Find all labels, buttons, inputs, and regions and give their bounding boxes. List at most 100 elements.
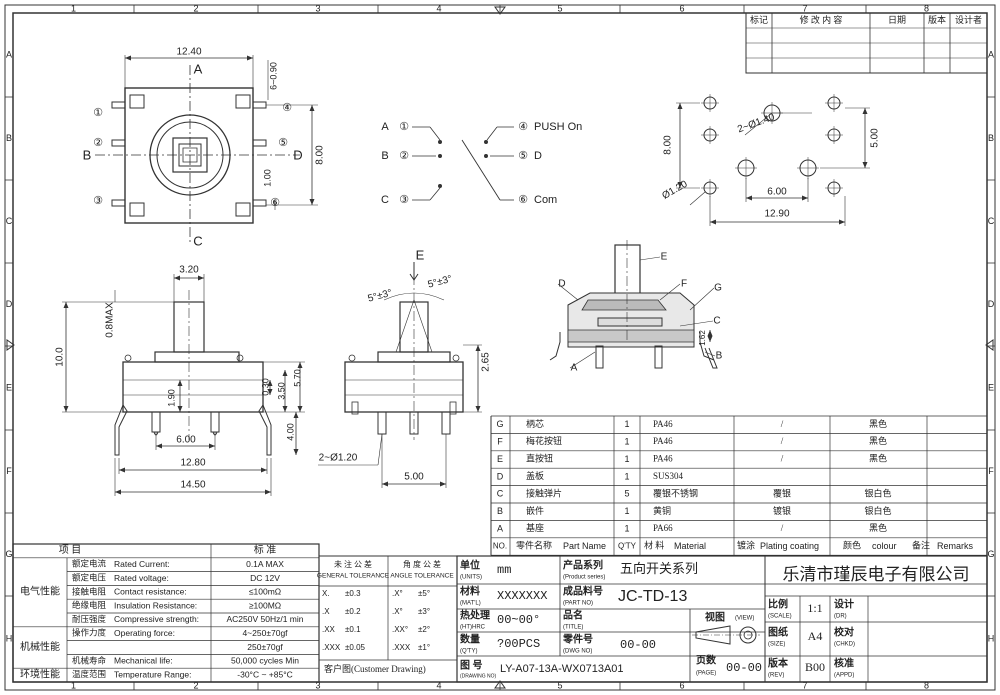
spec-value: DC 12V	[250, 573, 280, 583]
revision-header: 修 改 内 容	[800, 14, 843, 25]
part-id: C	[497, 489, 504, 499]
row-marker: F	[988, 466, 994, 476]
part-id: A	[497, 523, 503, 533]
header-name: 零件名称	[516, 540, 552, 551]
schematic-letter: B	[381, 150, 388, 162]
column-marker: 7	[802, 680, 807, 690]
part-number: JC-TD-13	[618, 588, 687, 605]
pitch-dimension: 6.00	[176, 435, 196, 446]
row-marker: E	[988, 382, 994, 392]
part-plating: /	[781, 419, 784, 429]
part-name: 基座	[526, 522, 544, 533]
part-colour: 黑色	[869, 453, 887, 464]
column-marker: 7	[802, 3, 807, 13]
spec-value: ≥100MΩ	[249, 600, 281, 610]
header-material: 材 料	[644, 540, 664, 551]
title-label: 版本	[768, 656, 789, 669]
spec-en: Insulation Resistance:	[114, 600, 197, 610]
angle-value: ±2°	[418, 625, 430, 634]
small-dimension: 1.00	[262, 169, 272, 187]
spec-group: 电气性能	[20, 585, 60, 598]
schematic-label: Com	[534, 194, 557, 206]
title-label: 图纸	[768, 625, 788, 638]
title-value: B00	[805, 660, 825, 674]
spec-cn: 温度范围	[72, 669, 106, 679]
title-value: A4	[808, 629, 823, 643]
tolerance-angle-cn: 角 度 公 差	[403, 559, 441, 569]
section-dimension: 1.62	[698, 330, 707, 346]
width-outer-dimension: 14.50	[180, 480, 205, 491]
spec-cn: 接触电阻	[72, 586, 107, 596]
column-marker: 2	[193, 680, 198, 690]
title-label-en: (PART NO)	[563, 601, 593, 607]
schematic-pin: ⑤	[518, 150, 528, 162]
top-width-dimension: 3.20	[179, 265, 199, 276]
spec-value: AC250V 50Hz/1 min	[226, 614, 303, 624]
part-plating: /	[781, 436, 784, 446]
row-marker: B	[988, 133, 994, 143]
pin-diameter: 2~Ø1.20	[319, 453, 358, 464]
arrow-letter-e: E	[416, 247, 425, 262]
header-no: NO.	[493, 542, 507, 551]
spec-group: 机械性能	[20, 640, 60, 653]
angle-left: 5°±3°	[367, 288, 394, 305]
spec-value: 50,000 cycles Min	[231, 656, 299, 666]
angle-value: ±1°	[418, 643, 430, 652]
axis-label-c: C	[193, 233, 202, 248]
part-id: F	[497, 436, 503, 446]
section-label: G	[714, 283, 722, 294]
part-colour: 银白色	[864, 505, 891, 516]
section-label: A	[571, 363, 578, 374]
page-label-en: (PAGE)	[696, 671, 716, 677]
part-qty: 1	[624, 506, 629, 516]
angle-decimal: .XX°	[392, 625, 408, 634]
spec-cn: 额定电压	[72, 572, 107, 582]
row-marker: D	[988, 299, 995, 309]
part-plating: 镀银	[773, 505, 791, 516]
tolerance-decimal: .XXX	[322, 643, 341, 652]
part-material: PA46	[653, 419, 673, 429]
title-label: 比例	[768, 597, 788, 610]
part-id: E	[497, 454, 503, 464]
drawing-label-en: (DRAWING NO)	[460, 673, 497, 679]
pin-number: ③	[93, 195, 103, 207]
header-remarks-en: Remarks	[937, 541, 974, 551]
schematic-pin: ①	[399, 121, 409, 133]
pitch-dimension: 6~0.90	[268, 62, 278, 90]
tolerance-decimal: .X	[322, 607, 330, 616]
page-value: 00-00	[726, 661, 762, 675]
part-id: B	[497, 506, 503, 516]
title-label-en: (DWG NO)	[563, 649, 592, 655]
title-label: 单位	[460, 558, 480, 571]
title-label: 零件号	[562, 632, 593, 645]
width-inner-dimension: 12.80	[180, 458, 205, 469]
spec-cn: 耐压强度	[72, 614, 107, 624]
title-value: 00~00°	[497, 613, 540, 627]
schematic-pin: ②	[399, 150, 409, 162]
schematic-pin: ④	[518, 121, 528, 133]
part-name: 直按钮	[526, 453, 553, 464]
title-label-en: (SIZE)	[768, 642, 785, 648]
spec-value: 4~250±70gf	[242, 628, 288, 638]
dim-right: 3.50	[276, 382, 286, 400]
column-marker: 8	[924, 680, 929, 690]
height-dimension: 8.00	[315, 145, 326, 165]
angle-value: ±5°	[418, 589, 430, 598]
axis-label-d: D	[293, 147, 302, 162]
title-label: 品名	[563, 608, 583, 621]
revision-header: 版本	[928, 14, 946, 25]
pin-number: ④	[282, 102, 292, 114]
pitch-dimension: 5.00	[404, 472, 424, 483]
spec-en: Contact resistance:	[114, 587, 187, 597]
dim-right: 5.70	[292, 369, 302, 387]
product-series: 五向开关系列	[620, 561, 698, 576]
angle-right: 5°±3°	[427, 274, 454, 291]
title-label: 成品料号	[563, 584, 603, 597]
height-dimension: 8.00	[663, 135, 674, 155]
title-label: 设计	[834, 597, 854, 610]
part-material: SUS304	[653, 471, 684, 481]
title-label-en: (SCALE)	[768, 614, 792, 620]
width-dimension: 12.40	[176, 47, 201, 58]
